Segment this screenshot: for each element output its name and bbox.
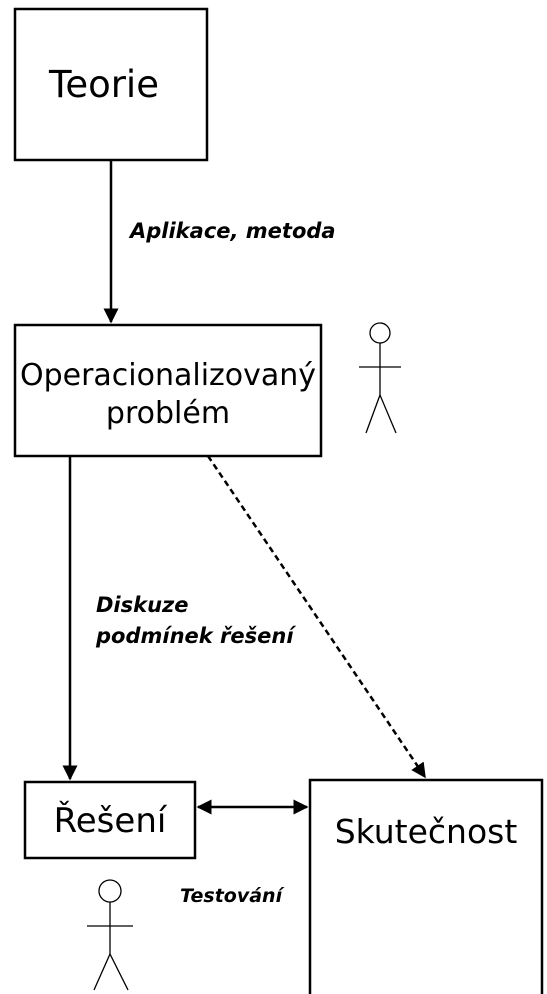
problem-label-line2: problém xyxy=(106,396,230,431)
reseni-label: Řešení xyxy=(54,800,168,841)
edge-problem-to-skutecnost xyxy=(206,455,427,779)
reseni-box xyxy=(23,780,197,860)
problem-label-line1: Operacionalizovaný xyxy=(20,358,316,393)
skutecnost-box xyxy=(308,778,544,994)
edge-label-aplikace: Aplikace, metoda xyxy=(128,219,336,243)
teorie-label: Teorie xyxy=(48,63,159,106)
edge-label-diskuze-line2: podmínek řešení xyxy=(95,624,296,648)
teorie-box xyxy=(13,7,209,162)
edge-label-diskuze-line1: Diskuze xyxy=(96,593,189,617)
problem-box xyxy=(13,323,323,458)
person-icon-lower xyxy=(87,879,133,991)
skutecnost-label: Skutečnost xyxy=(335,812,518,851)
person-icon-upper xyxy=(359,322,401,434)
edge-label-testovani: Testování xyxy=(180,885,285,907)
